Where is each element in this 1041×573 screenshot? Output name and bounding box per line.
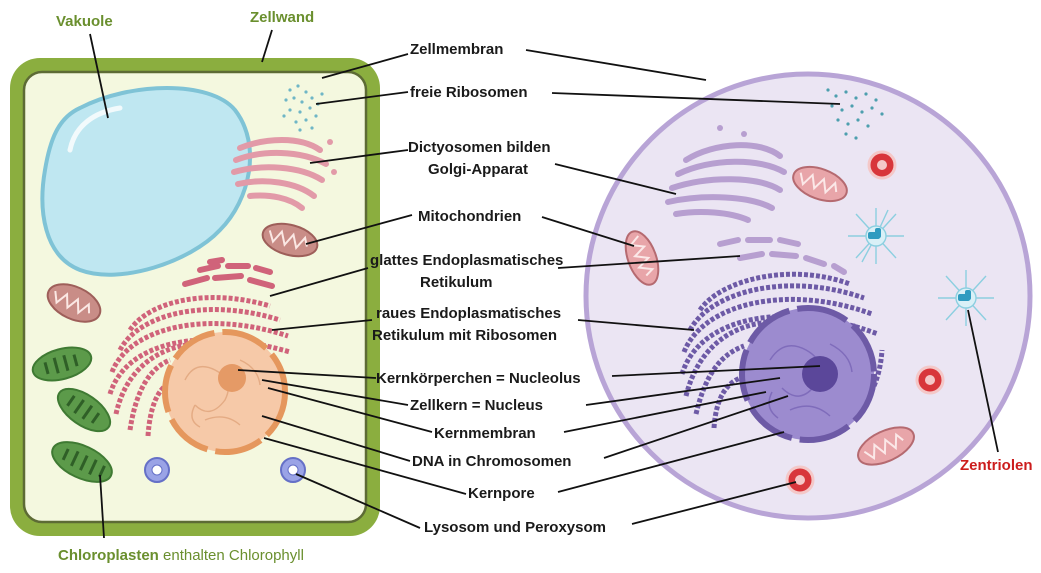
label-glattes-er-2: Retikulum bbox=[420, 274, 493, 291]
plant-cell bbox=[10, 58, 380, 536]
nucleolus-plant bbox=[218, 364, 246, 392]
animal-cell bbox=[586, 74, 1030, 518]
label-dictyosomen-2: Golgi-Apparat bbox=[428, 161, 528, 178]
label-raues-er-2: Retikulum mit Ribosomen bbox=[372, 327, 557, 344]
label-zentriolen: Zentriolen bbox=[960, 457, 1033, 474]
label-chloroplasten: Chloroplasten enthalten Chlorophyll bbox=[58, 547, 304, 564]
label-glattes-er-1: glattes Endoplasmatisches bbox=[370, 252, 563, 269]
label-nucleolus: Kernkörperchen = Nucleolus bbox=[376, 370, 581, 387]
lysosome-animal-1 bbox=[869, 152, 895, 178]
label-zellwand: Zellwand bbox=[250, 9, 314, 26]
nucleolus-animal bbox=[802, 356, 838, 392]
nucleus-plant bbox=[165, 332, 285, 452]
nucleus-animal bbox=[742, 308, 874, 440]
label-lysosom: Lysosom und Peroxysom bbox=[424, 519, 606, 536]
label-vakuole: Vakuole bbox=[56, 13, 113, 30]
label-mitochondrien: Mitochondrien bbox=[418, 208, 521, 225]
lysosome-animal-2 bbox=[917, 367, 943, 393]
label-zellmembran: Zellmembran bbox=[410, 41, 503, 58]
label-raues-er-1: raues Endoplasmatisches bbox=[376, 305, 561, 322]
peroxisome-animal bbox=[787, 467, 813, 493]
label-dictyosomen-1: Dictyosomen bilden bbox=[408, 139, 551, 156]
label-nucleus: Zellkern = Nucleus bbox=[410, 397, 543, 414]
nuclear-membrane-plant bbox=[165, 332, 285, 452]
label-kernpore: Kernpore bbox=[468, 485, 535, 502]
lysosome-plant-1 bbox=[145, 458, 169, 482]
label-freie-ribosomen: freie Ribosomen bbox=[410, 84, 528, 101]
label-dna: DNA in Chromosomen bbox=[412, 453, 571, 470]
label-kernmembran: Kernmembran bbox=[434, 425, 536, 442]
peroxisome-plant bbox=[281, 458, 305, 482]
